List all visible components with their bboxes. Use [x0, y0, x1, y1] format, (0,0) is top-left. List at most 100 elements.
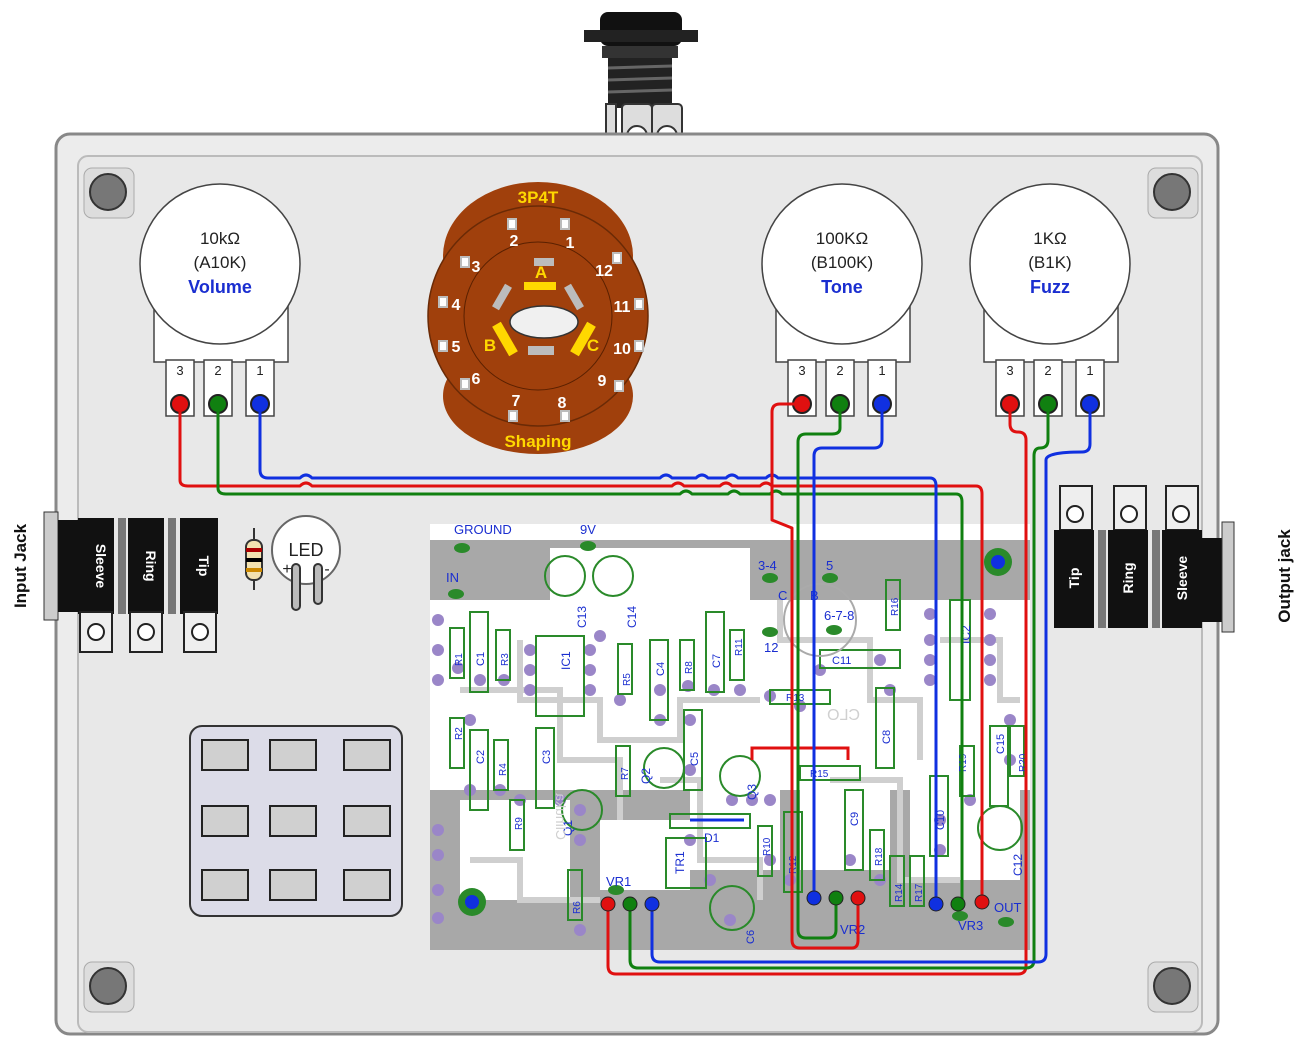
pcb-part-r20: R20 — [1018, 753, 1029, 772]
pcb-part-c6: C6 — [745, 930, 757, 944]
pot-fuzz-name: Fuzz — [1030, 277, 1070, 297]
pot-tone-value: 100KΩ — [816, 229, 868, 248]
switch-pos-7: 7 — [512, 393, 521, 410]
wire-volume-red — [178, 412, 984, 900]
pcb-part-c10: C10 — [935, 810, 947, 830]
wire-tone-red — [770, 402, 860, 950]
pot-volume-lug-1: 1 — [256, 363, 263, 378]
led-plus: + — [282, 561, 291, 578]
pcb-9v-label: 9V — [580, 522, 596, 537]
pot-volume-code: (A10K) — [194, 253, 247, 272]
pcb-part-r6: R6 — [572, 901, 583, 914]
pcb-part-q3: Q3 — [745, 784, 759, 800]
input-jack-lug-sleeve: Sleeve — [93, 544, 109, 589]
pcb-part-c15: C15 — [995, 734, 1007, 754]
pcb-part-c13: C13 — [575, 606, 589, 628]
switch-pos-1: 1 — [566, 235, 575, 252]
wire-tone-blue — [812, 412, 884, 900]
pot-volume-lug-3: 3 — [176, 363, 183, 378]
output-jack — [1054, 485, 1235, 633]
pcb-part-c12: C12 — [1011, 854, 1025, 876]
pcb-c-label: C — [778, 588, 787, 603]
pcb-part-r3: R3 — [500, 653, 511, 666]
pcb-part-r14: R14 — [894, 883, 905, 902]
pcb-part-q2: Q2 — [639, 768, 653, 784]
switch-pos-8: 8 — [558, 395, 567, 412]
switch-pos-10: 10 — [613, 341, 631, 358]
pot-fuzz-lug-2: 2 — [1044, 363, 1051, 378]
pcb-12-label: 12 — [764, 640, 778, 655]
wires — [178, 402, 1092, 976]
pcb-part-c14: C14 — [625, 606, 639, 628]
corner-screws — [83, 167, 1199, 1013]
pot-tone-name: Tone — [821, 277, 863, 297]
wire-tone-green — [796, 412, 842, 940]
pcb-part-r17: R17 — [914, 883, 925, 902]
dc-power-jack — [584, 12, 698, 153]
output-jack-lug-sleeve: Sleeve — [1174, 556, 1190, 601]
pcb-part-c4: C4 — [655, 662, 667, 676]
pot-volume-value: 10kΩ — [200, 229, 240, 248]
wire-fuzz-green — [628, 412, 1050, 970]
pcb-part-r8: R8 — [684, 661, 695, 674]
pcb-part-r4: R4 — [498, 763, 509, 776]
pot-tone — [761, 183, 923, 417]
pcb-part-r5: R5 — [622, 673, 633, 686]
pcb-part-ic1: IC1 — [559, 651, 573, 670]
output-jack-title: Output jack — [1275, 529, 1294, 623]
pcb-part-r1: R1 — [454, 653, 465, 666]
pot-fuzz-lug-3: 3 — [1006, 363, 1013, 378]
pcb-part-c11: C11 — [832, 655, 851, 667]
pcb-part-r13: R13 — [786, 693, 805, 704]
input-jack-title: Input Jack — [11, 523, 30, 608]
pcb-part-d1: D1 — [704, 831, 720, 845]
led-resistor — [245, 528, 263, 590]
switch-pos-11: 11 — [614, 299, 631, 316]
pcb-labels: GROUND 9V IN OUT VR1 VR2 VR3 3-4 5 6-7-8… — [446, 522, 1029, 944]
switch-pos-3: 3 — [472, 259, 481, 276]
pcb-vr2-label: VR2 — [840, 922, 865, 937]
wire-volume-blue — [258, 412, 938, 904]
pcb-part-r16: R16 — [890, 597, 901, 616]
switch-pos-5: 5 — [452, 339, 461, 356]
pcb-in-label: IN — [446, 570, 459, 585]
pcb-part-q1: Q1 — [561, 820, 575, 836]
output-jack-lug-ring: Ring — [1120, 562, 1136, 593]
pcb-part-r7: R7 — [620, 767, 631, 780]
wire-end-pads — [600, 890, 990, 912]
switch-pole-b: B — [484, 336, 496, 355]
pot-tone-lug-3: 3 — [798, 363, 805, 378]
pcb-678-label: 6-7-8 — [824, 608, 854, 623]
pot-tone-lug-2: 2 — [836, 363, 843, 378]
input-jack-lug-tip: Tip — [196, 556, 212, 577]
pcb-ground-label: GROUND — [454, 522, 512, 537]
input-jack-lug-ring: Ring — [143, 550, 159, 581]
pot-volume-name: Volume — [188, 277, 252, 297]
pot-fuzz-code: (B1K) — [1028, 253, 1071, 272]
wire-volume-green — [216, 412, 964, 904]
switch-pos-9: 9 — [598, 373, 607, 390]
pcb-part-r9: R9 — [514, 817, 525, 830]
pcb-part-c9: C9 — [849, 812, 861, 826]
switch-pos-2: 2 — [510, 233, 519, 250]
wire-fuzz-blue — [650, 412, 1092, 964]
led-label: LED — [288, 540, 323, 560]
pcb-out-label: OUT — [994, 900, 1022, 915]
pcb-mirror-clo: CLO — [827, 707, 860, 724]
pcb-part-r2: R2 — [454, 727, 465, 740]
pcb-part-c2: C2 — [475, 750, 487, 764]
switch-pole-a: A — [535, 263, 547, 282]
switch-pos-12: 12 — [595, 263, 613, 280]
switch-pole-c: C — [587, 336, 599, 355]
pot-fuzz — [969, 183, 1131, 417]
pcb-mirror-clinuka: Clinuka — [553, 793, 569, 840]
pcb-part-c8: C8 — [881, 730, 893, 744]
pcb-vr1-label: VR1 — [606, 874, 631, 889]
pot-fuzz-value: 1KΩ — [1033, 229, 1067, 248]
led — [271, 515, 341, 611]
output-jack-lug-tip: Tip — [1066, 568, 1082, 589]
wire-fuzz-red — [606, 412, 1028, 976]
rotary-switch — [427, 182, 649, 454]
pcb-part-r11: R11 — [734, 638, 745, 656]
